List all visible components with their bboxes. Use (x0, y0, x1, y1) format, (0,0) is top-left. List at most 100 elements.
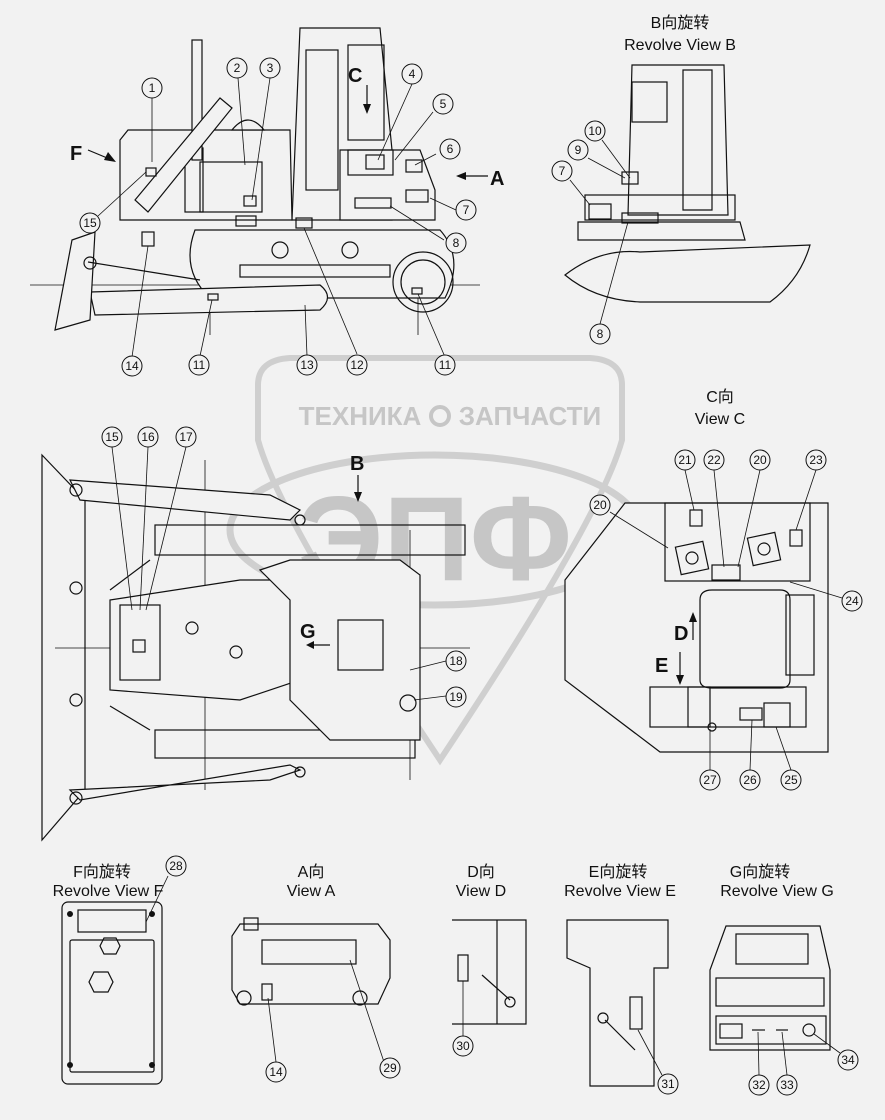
revolve-view-e: E向旋转 Revolve View E (564, 863, 676, 1087)
view-c-leaders (609, 469, 843, 771)
callout-5: 5 (432, 93, 454, 115)
svg-text:5: 5 (440, 97, 447, 111)
callout-14: 14 (121, 355, 143, 377)
arrow-c-label: C (348, 65, 362, 87)
callout-15: 15 (101, 426, 123, 448)
svg-text:23: 23 (809, 453, 823, 467)
arrow-f-label: F (70, 143, 82, 165)
callout-8: 8 (589, 323, 611, 345)
callout-28: 28 (165, 855, 187, 877)
svg-text:17: 17 (179, 430, 193, 444)
view-c-callouts: 20 21 22 20 23 24 27 26 25 (589, 449, 863, 791)
svg-text:7: 7 (559, 164, 566, 178)
plan-view-callouts: 15 16 17 18 19 (101, 426, 467, 708)
side-view-bulldozer: F C A (30, 27, 504, 335)
svg-text:19: 19 (449, 690, 463, 704)
watermark: ТЕХНИКА ЗАПЧАСТИ ЭПФ (226, 355, 644, 766)
view-a-title-cn: A向 (298, 863, 325, 881)
svg-text:15: 15 (105, 430, 119, 444)
svg-text:33: 33 (780, 1078, 794, 1092)
svg-text:16: 16 (141, 430, 155, 444)
callout-26: 26 (739, 769, 761, 791)
view-f-title-en: Revolve View F (53, 883, 164, 900)
view-e-title-en: Revolve View E (564, 883, 676, 900)
callout-12: 12 (346, 354, 368, 376)
svg-text:13: 13 (300, 358, 314, 372)
svg-text:10: 10 (588, 124, 602, 138)
svg-text:8: 8 (597, 327, 604, 341)
plan-view-bulldozer: B G (41, 453, 470, 842)
plan-view-leaders (111, 446, 447, 701)
svg-text:8: 8 (453, 236, 460, 250)
callout-17: 17 (175, 426, 197, 448)
arrow-g-label: G (300, 621, 316, 643)
view-g-title-en: Revolve View G (720, 883, 834, 900)
callout-1: 1 (141, 77, 163, 99)
svg-text:2: 2 (234, 61, 241, 75)
svg-text:32: 32 (752, 1078, 766, 1092)
view-a-callouts: 14 29 (265, 1057, 401, 1083)
arrow-d-label: D (674, 623, 688, 645)
svg-text:26: 26 (743, 773, 757, 787)
watermark-line1: ТЕХНИКА (299, 401, 422, 431)
svg-text:14: 14 (125, 359, 139, 373)
view-d-title-en: View D (456, 883, 506, 900)
view-d: D向 View D (452, 863, 527, 1036)
view-b-title-en: Revolve View B (624, 37, 736, 54)
callout-20: 20 (749, 449, 771, 471)
svg-text:25: 25 (784, 773, 798, 787)
svg-text:22: 22 (707, 453, 721, 467)
callout-7: 7 (551, 160, 573, 182)
view-f-title-cn: F向旋转 (73, 863, 131, 881)
callout-4: 4 (401, 63, 423, 85)
view-b-title-cn: B向旋转 (651, 14, 710, 32)
svg-text:30: 30 (456, 1039, 470, 1053)
svg-text:9: 9 (575, 143, 582, 157)
view-c-title-en: View C (695, 411, 745, 428)
callout-21: 21 (674, 449, 696, 471)
gear-icon (429, 405, 451, 427)
svg-text:24: 24 (845, 594, 859, 608)
svg-text:14: 14 (269, 1065, 283, 1079)
callout-2: 2 (226, 57, 248, 79)
callout-14: 14 (265, 1061, 287, 1083)
view-g-title-cn: G向旋转 (730, 863, 790, 881)
svg-text:3: 3 (267, 61, 274, 75)
svg-text:1: 1 (149, 81, 156, 95)
callout-11: 11 (434, 354, 456, 376)
callout-10: 10 (584, 120, 606, 142)
svg-text:34: 34 (841, 1053, 855, 1067)
revolve-view-f: F向旋转 Revolve View F (53, 863, 169, 1085)
svg-text:31: 31 (661, 1077, 675, 1091)
callout-20: 20 (589, 494, 611, 516)
view-d-title-cn: D向 (467, 863, 495, 881)
callout-22: 22 (703, 449, 725, 471)
callout-9: 9 (567, 139, 589, 161)
callout-15: 15 (79, 212, 101, 234)
svg-text:11: 11 (439, 358, 452, 372)
arrow-b-label: B (350, 453, 364, 475)
view-e-title-cn: E向旋转 (589, 863, 648, 881)
callout-16: 16 (137, 426, 159, 448)
callout-29: 29 (379, 1057, 401, 1079)
svg-text:20: 20 (593, 498, 607, 512)
callout-6: 6 (439, 138, 461, 160)
callout-11: 11 (188, 354, 210, 376)
svg-text:11: 11 (193, 358, 206, 372)
callout-7: 7 (455, 199, 477, 221)
view-b-callouts: 7 9 10 8 (551, 120, 611, 345)
svg-text:21: 21 (678, 453, 692, 467)
arrow-a-label: A (490, 168, 504, 190)
watermark-line2: ЗАПЧАСТИ (459, 401, 602, 431)
svg-text:7: 7 (463, 203, 470, 217)
callout-30: 30 (452, 1035, 474, 1057)
svg-text:12: 12 (350, 358, 364, 372)
svg-text:20: 20 (753, 453, 767, 467)
svg-text:18: 18 (449, 654, 463, 668)
revolve-view-g: G向旋转 Revolve View G (709, 863, 841, 1076)
callout-27: 27 (699, 769, 721, 791)
callout-31: 31 (657, 1073, 679, 1095)
view-a: A向 View A (231, 863, 391, 1063)
callout-24: 24 (841, 590, 863, 612)
